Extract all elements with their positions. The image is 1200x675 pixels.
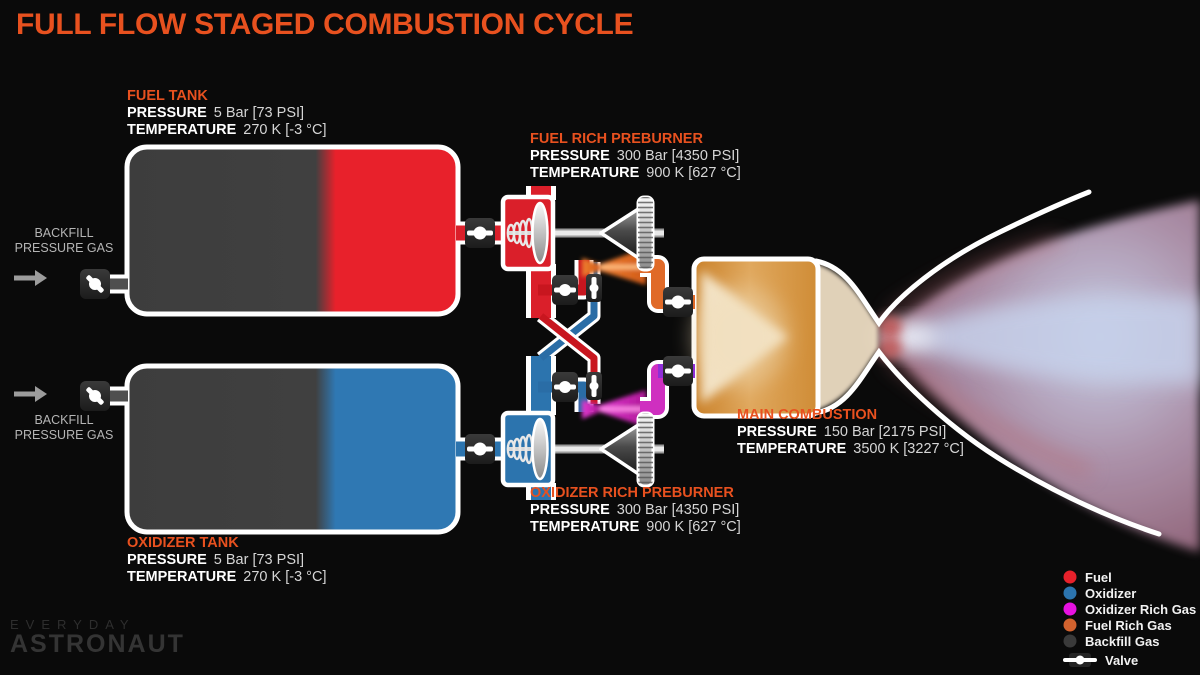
fuel-tank-heading: FUEL TANK — [127, 88, 208, 104]
backfill-gas-color-dot-icon — [1063, 634, 1077, 648]
legend: Fuel Oxidizer Oxidizer Rich Gas Fuel Ric… — [1063, 569, 1196, 668]
backfill-top-label: BACKFILL PRESSURE GAS — [14, 226, 114, 255]
backfill-bottom-label: BACKFILL PRESSURE GAS — [14, 413, 114, 442]
legend-item-oxidizer: Oxidizer — [1063, 585, 1196, 601]
main-combustion-heading: MAIN COMBUSTION — [737, 407, 878, 423]
oxidizer-rich-gas-valve-icon — [663, 356, 693, 386]
backfill-arrow-top — [14, 270, 47, 286]
fuel-crossfeed-valve-icon — [586, 372, 602, 400]
page-title: FULL FLOW STAGED COMBUSTION CYCLE — [16, 8, 634, 41]
exhaust-plume — [875, 200, 1200, 552]
fuel-preburner-heading: FUEL RICH PREBURNER — [530, 131, 703, 147]
fuel-color-dot-icon — [1063, 570, 1077, 584]
oxidizer-tank-heading: OXIDIZER TANK — [127, 535, 239, 551]
legend-item-oxidizer-rich-gas: Oxidizer Rich Gas — [1063, 601, 1196, 617]
fuel-tank-outlet-valve-icon — [465, 218, 495, 248]
oxidizer-crossfeed-valve-icon — [586, 274, 602, 302]
fuel-tank — [124, 144, 461, 317]
combustion-chamber — [691, 189, 1162, 537]
backfill-top-valve-icon — [80, 269, 110, 299]
backfill-pipes — [86, 274, 128, 406]
oxidizer-main-valve-icon — [552, 372, 578, 402]
everyday-astronaut-watermark: EVERYDAY ASTRONAUT — [10, 617, 185, 658]
backfill-bottom-valve-icon — [80, 381, 110, 411]
fuel-pump-impeller — [531, 201, 549, 265]
oxidizer-tank — [124, 363, 461, 535]
oxidizer-pump-impeller — [531, 417, 549, 481]
backfill-arrow-bottom — [14, 386, 47, 402]
oxidizer-rich-preburner-flame — [582, 390, 646, 427]
legend-item-fuel-rich-gas: Fuel Rich Gas — [1063, 617, 1196, 633]
legend-item-fuel: Fuel — [1063, 569, 1196, 585]
nozzle-wall-upper — [813, 189, 1092, 328]
legend-item-valve: Valve — [1063, 652, 1196, 668]
nozzle-wall-lower — [813, 347, 1162, 537]
valve-icon — [1063, 653, 1097, 667]
oxidizer-preburner-heading: OXIDIZER RICH PREBURNER — [530, 485, 734, 501]
oxidizer-turbopump — [500, 410, 664, 488]
fuel-rich-gas-color-dot-icon — [1063, 618, 1077, 632]
oxidizer-color-dot-icon — [1063, 586, 1077, 600]
fuel-main-valve-icon — [552, 275, 578, 305]
fuel-rich-gas-valve-icon — [663, 287, 693, 317]
fuel-turbopump — [500, 194, 664, 272]
legend-item-backfill-gas: Backfill Gas — [1063, 633, 1196, 649]
oxidizer-rich-gas-color-dot-icon — [1063, 602, 1077, 616]
oxidizer-tank-outlet-valve-icon — [465, 434, 495, 464]
